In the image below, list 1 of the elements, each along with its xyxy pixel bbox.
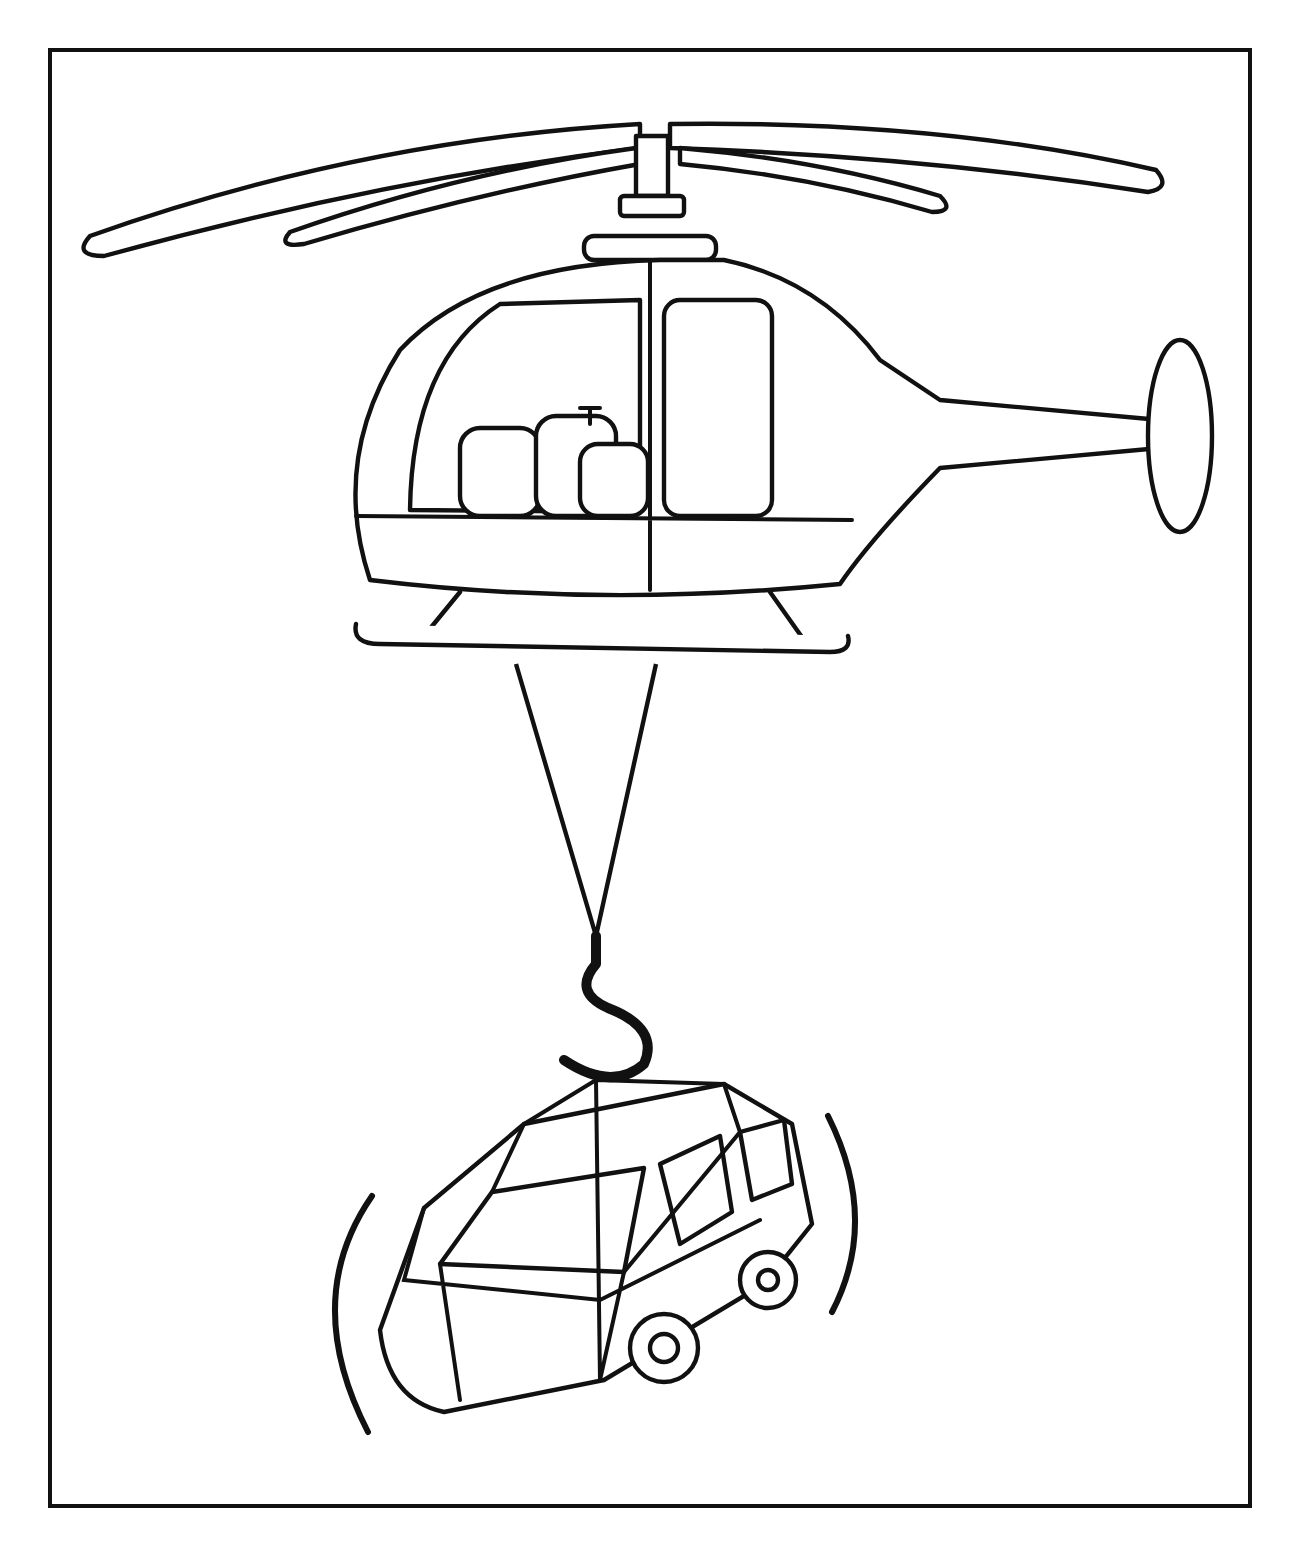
cable-line [513,661,659,939]
